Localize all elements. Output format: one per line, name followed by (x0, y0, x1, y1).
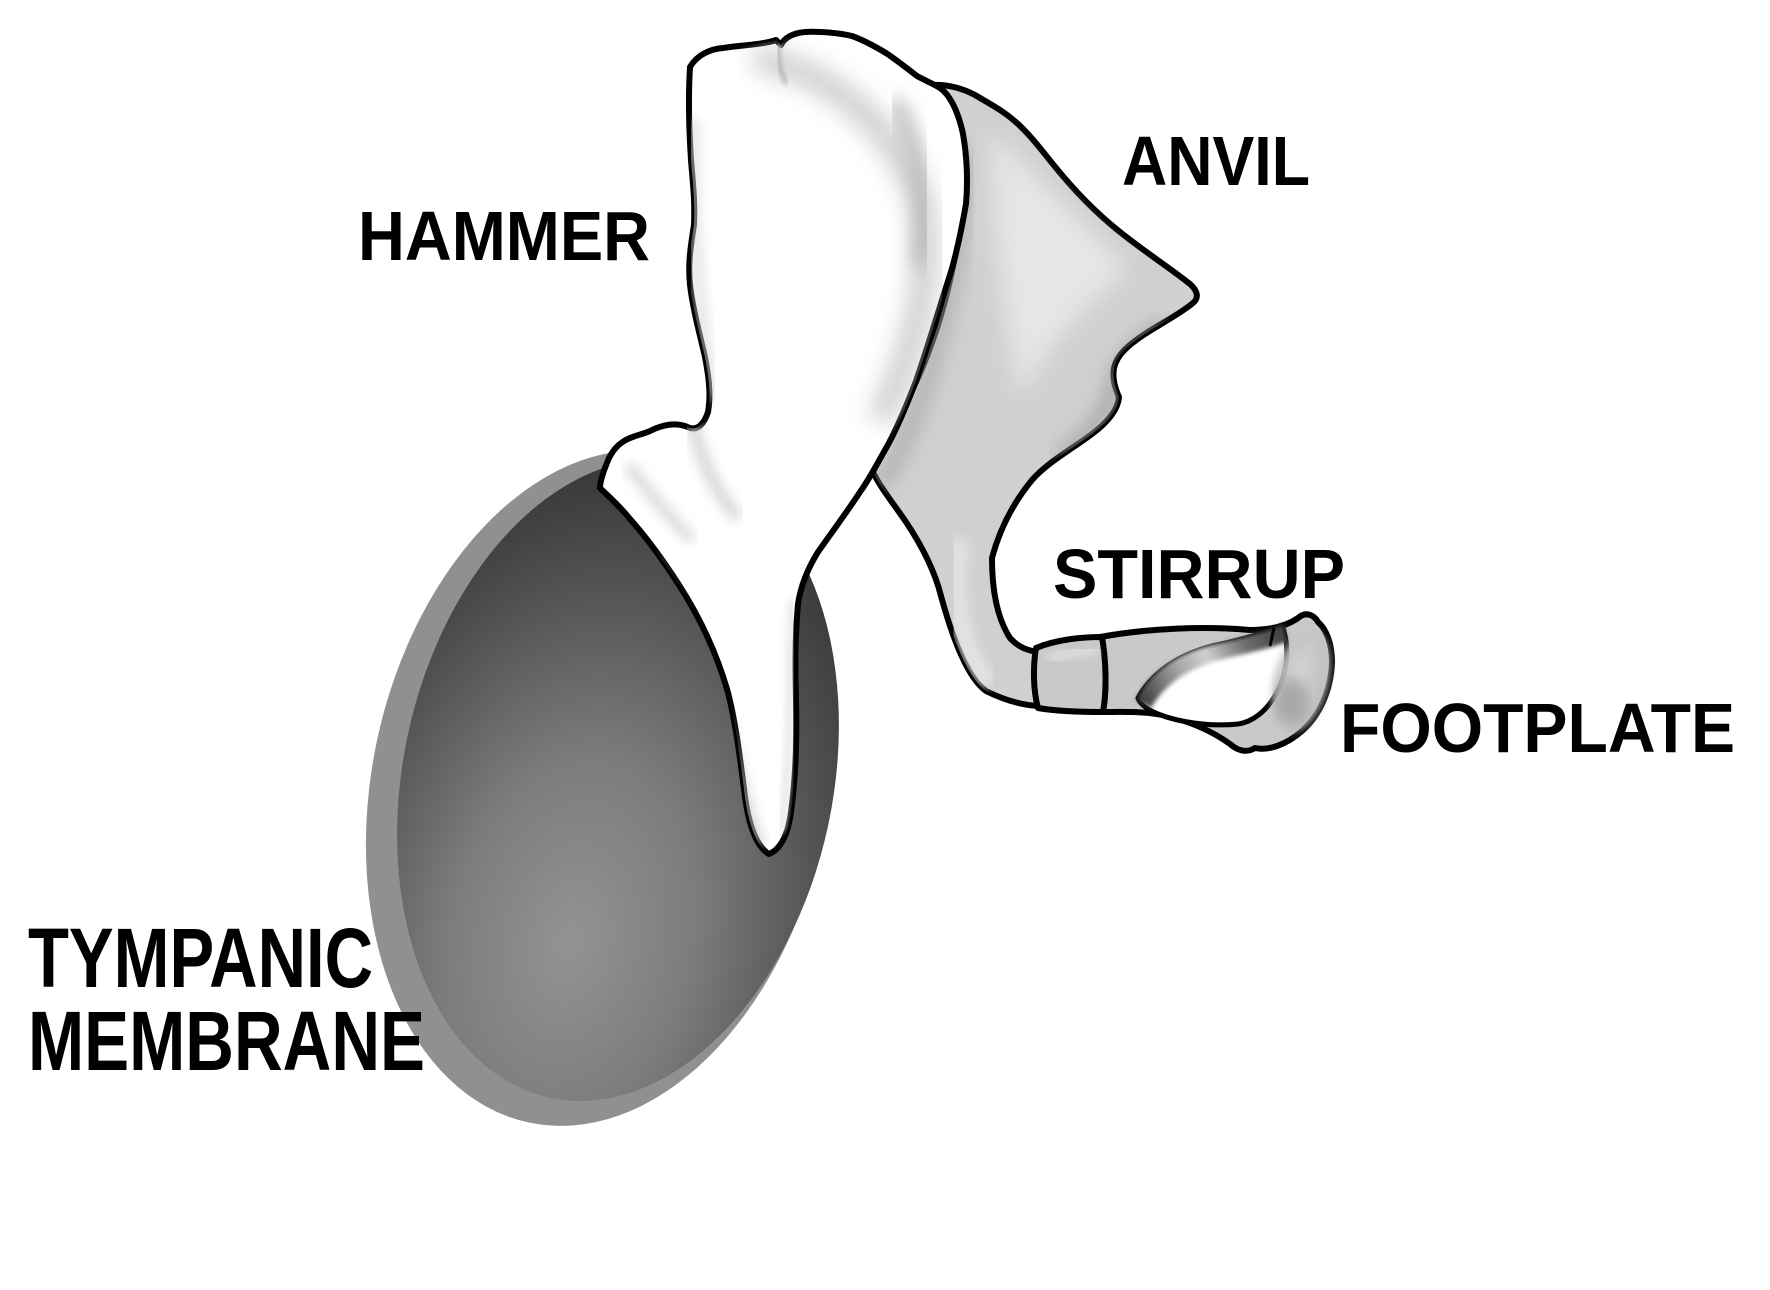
stirrup-group (1030, 611, 1335, 754)
label-tympanic-membrane-line1: TYMPANIC (28, 911, 373, 1005)
label-hammer: HAMMER (358, 197, 650, 275)
hammer-body (597, 28, 970, 857)
hammer-head-shading-dark (888, 96, 932, 267)
hammer-neck-shading (686, 416, 743, 522)
hammer-lateral-shading (624, 462, 696, 544)
stirrup-seam-line (1268, 627, 1276, 647)
label-stirrup: STIRRUP (1053, 535, 1345, 613)
label-tympanic-membrane-line2: MEMBRANE (28, 994, 425, 1088)
stirrup-neck-highlight (1046, 645, 1099, 665)
label-footplate: FOOTPLATE (1340, 689, 1735, 767)
anvil-limb-highlight (948, 538, 997, 690)
hammer-left-shading (688, 119, 718, 401)
hammer-handle-right-shading (777, 599, 796, 833)
footplate-face-shadow (1276, 678, 1308, 722)
hammer-head-crease (775, 43, 790, 86)
stirrup-crossbar-tube (1136, 624, 1287, 708)
label-anvil: ANVIL (1122, 122, 1310, 200)
anvil-highlight (990, 130, 1130, 400)
